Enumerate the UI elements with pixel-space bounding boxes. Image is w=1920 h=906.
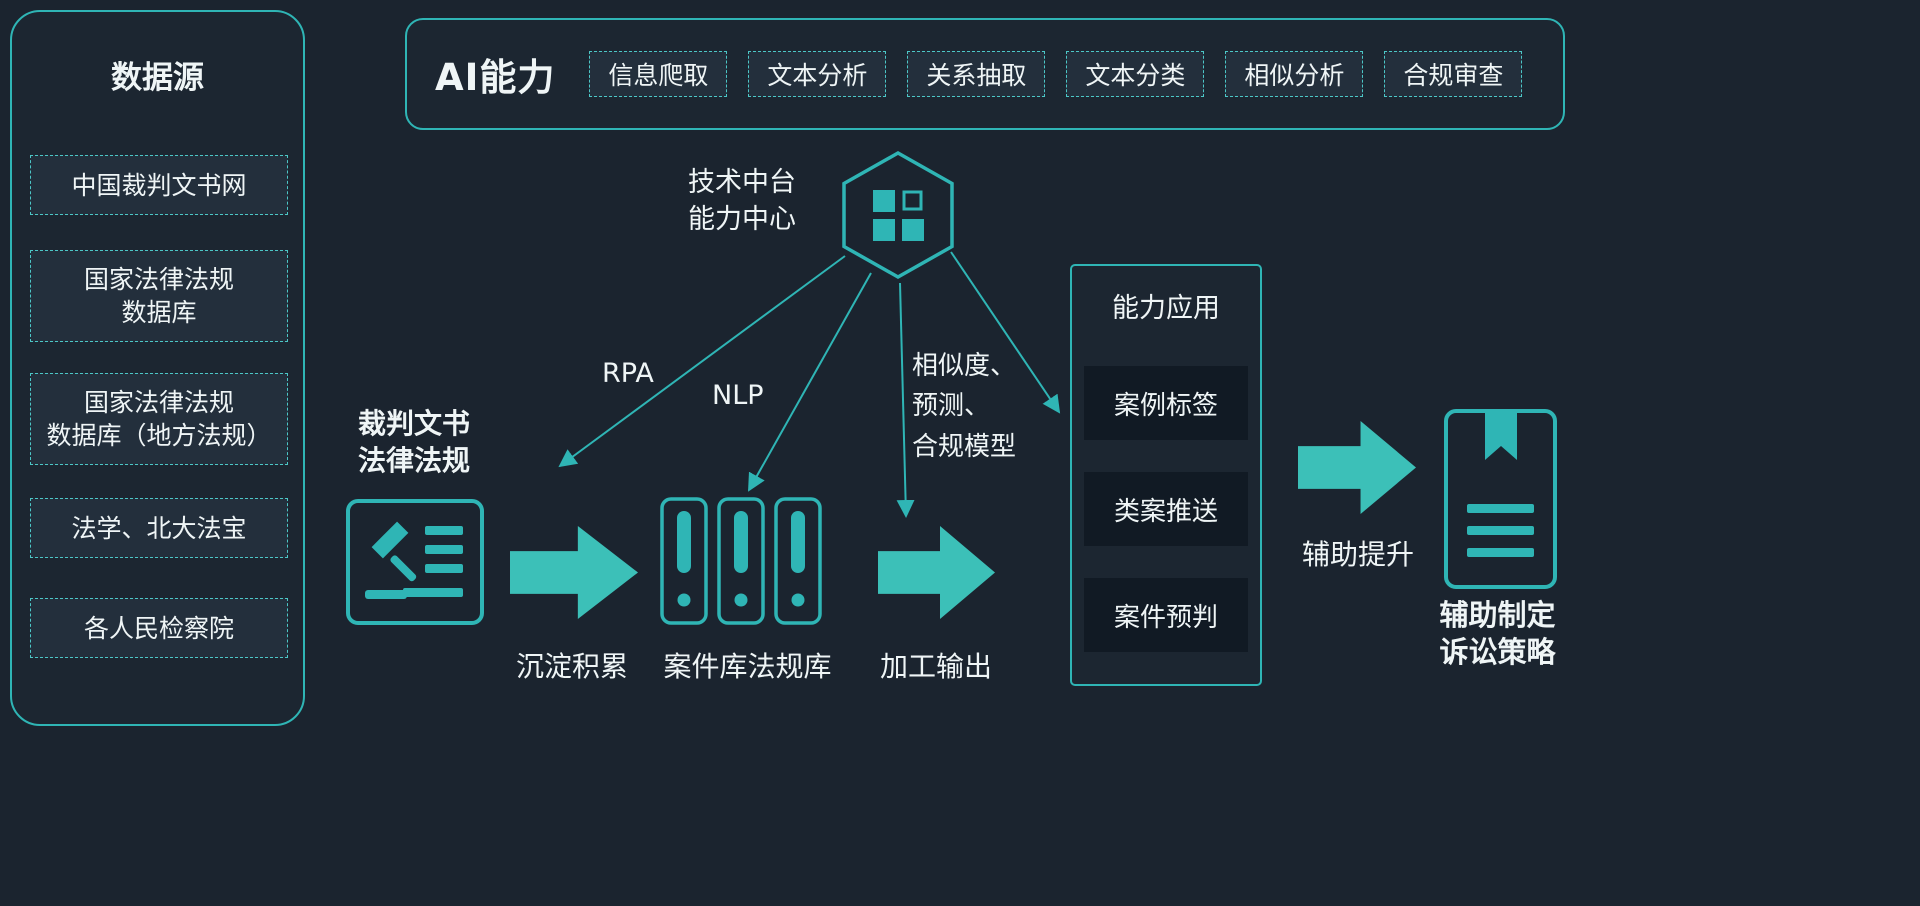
ai-capability-chips: 信息爬取 文本分析 关系抽取 文本分类 相似分析 合规审查	[589, 51, 1523, 97]
data-source-item: 各人民检察院	[30, 598, 288, 658]
connector-nlp-line	[748, 272, 872, 492]
caption-case-library: 案件库法规库	[663, 650, 832, 683]
hub-label: 技术中台 能力中心	[688, 167, 796, 236]
caption-process-output: 加工输出	[879, 650, 992, 683]
application-card: 案例标签	[1084, 366, 1248, 440]
gavel-document-icon	[345, 498, 485, 630]
bookmark-document-icon	[1443, 408, 1558, 594]
ai-capability-chip: 文本分类	[1066, 51, 1205, 97]
ai-capabilities-panel: AI能力 信息爬取 文本分析 关系抽取 文本分类 相似分析 合规审查	[405, 18, 1565, 130]
flow-arrow-3	[1298, 421, 1416, 514]
application-card: 案件预判	[1084, 578, 1248, 652]
data-source-item: 中国裁判文书网	[30, 155, 288, 215]
nlp-label: NLP	[712, 380, 764, 411]
model-label: 相似度、 预测、 合规模型	[912, 351, 1017, 462]
applications-title: 能力应用	[1112, 293, 1220, 324]
data-sources-title: 数据源	[111, 60, 204, 96]
case-book-icon	[660, 497, 708, 625]
data-source-item: 国家法律法规 数据库（地方法规）	[30, 373, 288, 465]
data-source-item: 国家法律法规 数据库	[30, 250, 288, 342]
application-card: 类案推送	[1084, 472, 1248, 546]
ai-capability-chip: 相似分析	[1225, 51, 1364, 97]
flow-arrow-2	[878, 526, 995, 619]
ai-capabilities-title: AI能力	[435, 56, 556, 99]
ai-capability-chip: 文本分析	[748, 51, 887, 97]
caption-accumulate: 沉淀积累	[515, 650, 628, 683]
ai-capability-chip: 关系抽取	[907, 51, 1046, 97]
caption-assist-improve: 辅助提升	[1301, 538, 1414, 571]
result-label: 辅助制定 诉讼策略	[1439, 598, 1556, 670]
rpa-label: RPA	[602, 358, 654, 389]
case-library-icons	[660, 497, 822, 625]
data-source-item: 法学、北大法宝	[30, 498, 288, 558]
connector-model-line	[896, 282, 915, 518]
ai-capability-chip: 合规审查	[1384, 51, 1523, 97]
source-label: 裁判文书 法律法规	[357, 407, 470, 477]
case-book-icon	[717, 497, 765, 625]
ai-capability-chip: 信息爬取	[589, 51, 728, 97]
flow-arrow-1	[510, 526, 638, 619]
case-book-icon	[774, 497, 822, 625]
hexagon-grid-icon	[840, 150, 956, 284]
